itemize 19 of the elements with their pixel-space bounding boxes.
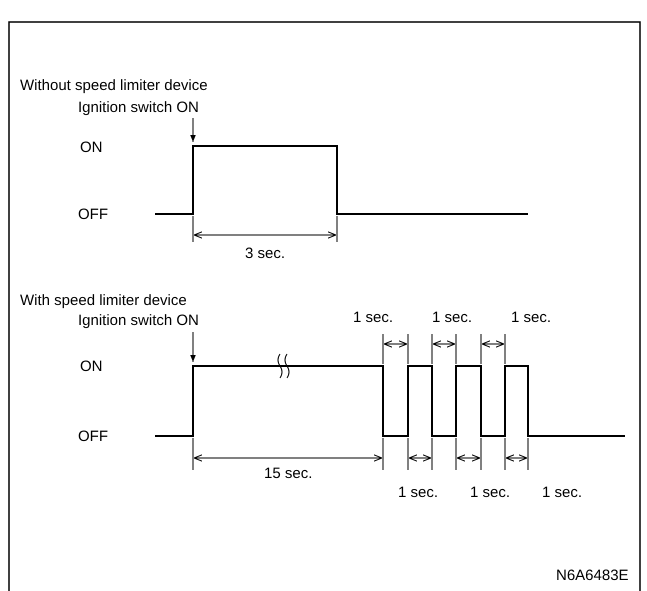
- duration-label: 1 sec.: [542, 484, 582, 501]
- duration-label: 1 sec.: [432, 309, 472, 326]
- duration-label: 15 sec.: [264, 465, 312, 482]
- callout-text: Ignition switch ON: [78, 99, 199, 116]
- duration-label: 1 sec.: [470, 484, 510, 501]
- duration-label: 1 sec.: [353, 309, 394, 326]
- section-heading: Without speed limiter device: [20, 77, 208, 94]
- leader-arrow: [190, 118, 196, 142]
- figure-code: N6A6483E: [556, 567, 629, 584]
- signal-level-label: ON: [80, 139, 102, 156]
- callout-text: Ignition switch ON: [78, 312, 199, 329]
- signal-level-label: ON: [80, 358, 102, 375]
- signal-level-label: OFF: [78, 428, 108, 445]
- duration-label: 1 sec.: [398, 484, 438, 501]
- leader-arrow: [190, 332, 196, 362]
- duration-label: 3 sec.: [245, 245, 286, 262]
- duration-label: 1 sec.: [511, 309, 552, 326]
- section-heading: With speed limiter device: [20, 292, 187, 309]
- signal-level-label: OFF: [78, 206, 108, 223]
